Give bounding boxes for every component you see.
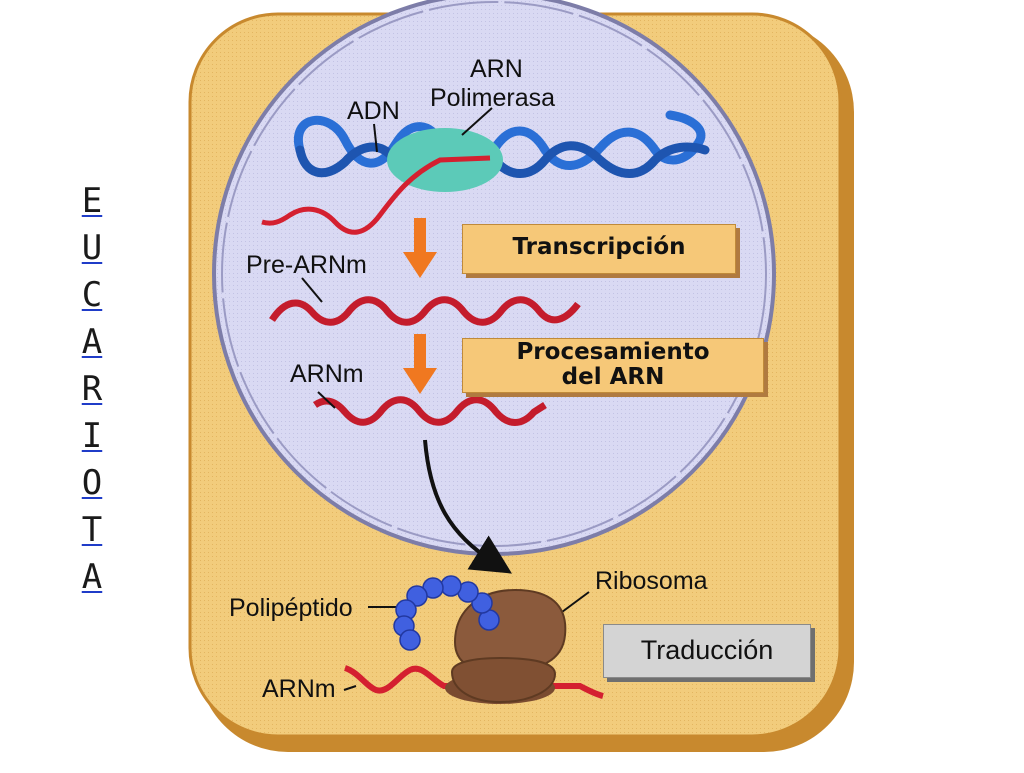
label-polypeptide: Polipéptido <box>229 594 353 622</box>
transcription-arrow <box>403 218 437 278</box>
step-processing-label-line1: Procesamiento <box>516 339 710 365</box>
label-rna-polymerase-line2: Polimerasa <box>430 84 556 112</box>
ribosome <box>445 588 567 704</box>
step-processing-box: Procesamiento del ARN <box>462 338 764 393</box>
side-title-letter: U <box>81 228 103 268</box>
side-title-letter: C <box>81 275 103 315</box>
side-title-letter: R <box>81 369 103 409</box>
label-pre-mrna: Pre-ARNm <box>246 251 367 279</box>
step-translation-box: Traducción <box>603 624 811 678</box>
label-mrna-cytoplasm: ARNm <box>262 675 336 703</box>
leader-lines <box>301 107 590 691</box>
side-title-letter: E <box>81 181 103 221</box>
side-title-eucariota: E U C A R I O T A <box>72 178 112 601</box>
step-translation-label: Traducción <box>640 635 774 665</box>
processing-arrow <box>403 334 437 394</box>
side-title-letter: O <box>81 463 103 503</box>
mrna-strand-nucleus <box>312 396 547 426</box>
side-title-letter: T <box>81 510 103 550</box>
export-arrow <box>423 439 512 574</box>
step-transcription-label: Transcripción <box>512 234 686 260</box>
pre-mrna-strand <box>269 296 581 326</box>
side-title-letter: A <box>81 322 103 362</box>
step-transcription-box: Transcripción <box>462 224 736 274</box>
side-title-letter: A <box>81 557 103 597</box>
label-mrna-nucleus: ARNm <box>290 360 364 388</box>
polypeptide-chain <box>393 575 500 651</box>
step-processing-label-line2: del ARN <box>561 364 665 390</box>
nascent-rna-strand <box>261 155 491 235</box>
label-ribosome: Ribosoma <box>595 567 708 595</box>
label-rna-polymerase-line1: ARN <box>470 55 523 83</box>
label-dna: ADN <box>347 97 400 125</box>
mrna-strand-cytoplasm <box>343 665 604 699</box>
side-title-letter: I <box>81 416 103 456</box>
